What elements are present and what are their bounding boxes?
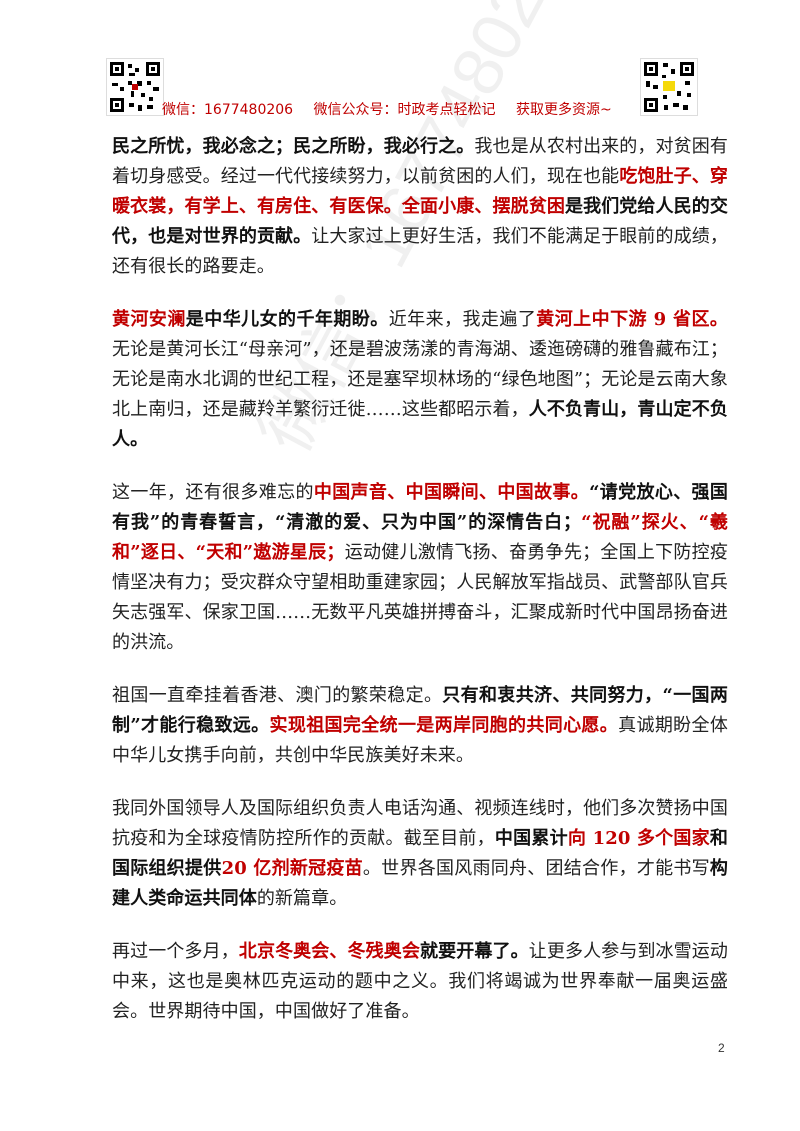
text-run: 近年来，我走遍了	[388, 309, 537, 330]
more-resources: 获取更多资源~	[515, 102, 612, 118]
text-run: 真诚期盼全体中华儿女携手向前，共创中华民族美好未来。	[112, 715, 728, 766]
text-run: 构建人类命运共同体	[112, 858, 728, 909]
text-run: “请党放心、强国有我”的青春誓言，“清澈的爱、只为中国”的深情告白；	[112, 482, 728, 533]
text-run: 人不负青山，青山定不负人。	[112, 399, 728, 450]
text-run: 就要开幕了。	[420, 941, 529, 962]
page-number: 2	[718, 1041, 725, 1055]
text-run: 祖国一直牵挂着香港、澳门的繁荣稳定。	[112, 685, 443, 706]
text-run: 是我们党给人民的交代，也是对世界的贡献。	[112, 196, 728, 247]
text-run: 民之所忧，我必念之；民之所盼，我必行之。	[112, 136, 475, 157]
paragraph-yellow-river: 黄河安澜是中华儿女的千年期盼。近年来，我走遍了黄河上中下游 9 省区。无论是黄河…	[112, 305, 728, 455]
document-body: 民之所忧，我必念之；民之所盼，我必行之。我也是从农村出来的，对贫困有着切身感受。…	[112, 132, 728, 1050]
text-run: 。世界各国风雨同舟、团结合作，才能书写	[362, 858, 710, 879]
qr-code-left	[106, 58, 164, 116]
text-run: 再过一个多月，	[112, 941, 239, 962]
text-run: 实现祖国完全统一是两岸同胞的共同心愿。	[269, 715, 619, 736]
header-contact-line: 微信：1677480206 微信公众号：时政考点轻松记 获取更多资源~	[162, 99, 682, 119]
text-run: 无论是黄河长江“母亲河”，还是碧波荡漾的青海湖、逶迤磅礴的雅鲁藏布江；无论是南水…	[112, 339, 728, 420]
text-run: 向 120 多个国家	[567, 828, 710, 849]
text-run: 让大家过上更好生活，我们不能满足于眼前的成绩，还有很长的路要走。	[112, 226, 728, 277]
paragraph-china-stories: 这一年，还有很多难忘的中国声音、中国瞬间、中国故事。“请党放心、强国有我”的青春…	[112, 478, 728, 658]
qr-code-icon	[644, 62, 694, 112]
text-run: 和国际组织提供	[112, 828, 728, 879]
text-run: 中国声音、中国瞬间、中国故事。	[313, 482, 590, 503]
text-run: 是中华儿女的千年期盼。	[185, 309, 389, 330]
text-run: 20 亿剂新冠疫苗	[221, 858, 363, 879]
wechat-id: 微信：1677480206	[162, 102, 294, 118]
text-run: 吃饱肚子、穿暖衣裳，有学上、有房住、有医保。全面小康、摆脱贫困	[112, 166, 729, 217]
paragraph-winter-olympics: 再过一个多月，北京冬奥会、冬残奥会就要开幕了。让更多人参与到冰雪运动中来，这也是…	[112, 937, 728, 1027]
text-run: 北京冬奥会、冬残奥会	[238, 941, 421, 962]
text-run: 运动健儿激情飞扬、奋勇争先；全国上下防控疫情坚决有力；受灾群众守望相助重建家园；…	[112, 542, 728, 653]
text-run: 只有和衷共济、共同努力，“一国两制”才能行稳致远。	[112, 685, 728, 736]
text-run: 这一年，还有很多难忘的	[112, 482, 314, 503]
text-run: 让更多人参与到冰雪运动中来，这也是奥林匹克运动的题中之义。我们将竭诚为世界奉献一…	[112, 941, 729, 1022]
text-run: 黄河上中下游 9 省区。	[536, 309, 728, 330]
text-run: 的新篇章。	[256, 888, 348, 909]
qr-code-icon	[110, 62, 160, 112]
qr-code-right	[640, 58, 698, 116]
paragraph-hk-macao: 祖国一直牵挂着香港、澳门的繁荣稳定。只有和衷共济、共同努力，“一国两制”才能行稳…	[112, 681, 728, 771]
text-run: “祝融”探火、“羲和”逐日、“天和”遨游星辰；	[112, 512, 728, 563]
text-run: 我也是从农村出来的，对贫困有着切身感受。经过一代代接续努力，以前贫困的人们，现在…	[112, 136, 728, 187]
wechat-account: 微信公众号：时政考点轻松记	[313, 102, 496, 118]
paragraph-vaccines: 我同外国领导人及国际组织负责人电话沟通、视频连线时，他们多次赞扬中国抗疫和为全球…	[112, 794, 728, 914]
paragraph-poverty: 民之所忧，我必念之；民之所盼，我必行之。我也是从农村出来的，对贫困有着切身感受。…	[112, 132, 728, 282]
text-run: 黄河安澜	[112, 309, 186, 330]
text-run: 中国累计	[494, 828, 568, 849]
text-run: 我同外国领导人及国际组织负责人电话沟通、视频连线时，他们多次赞扬中国抗疫和为全球…	[112, 798, 728, 849]
